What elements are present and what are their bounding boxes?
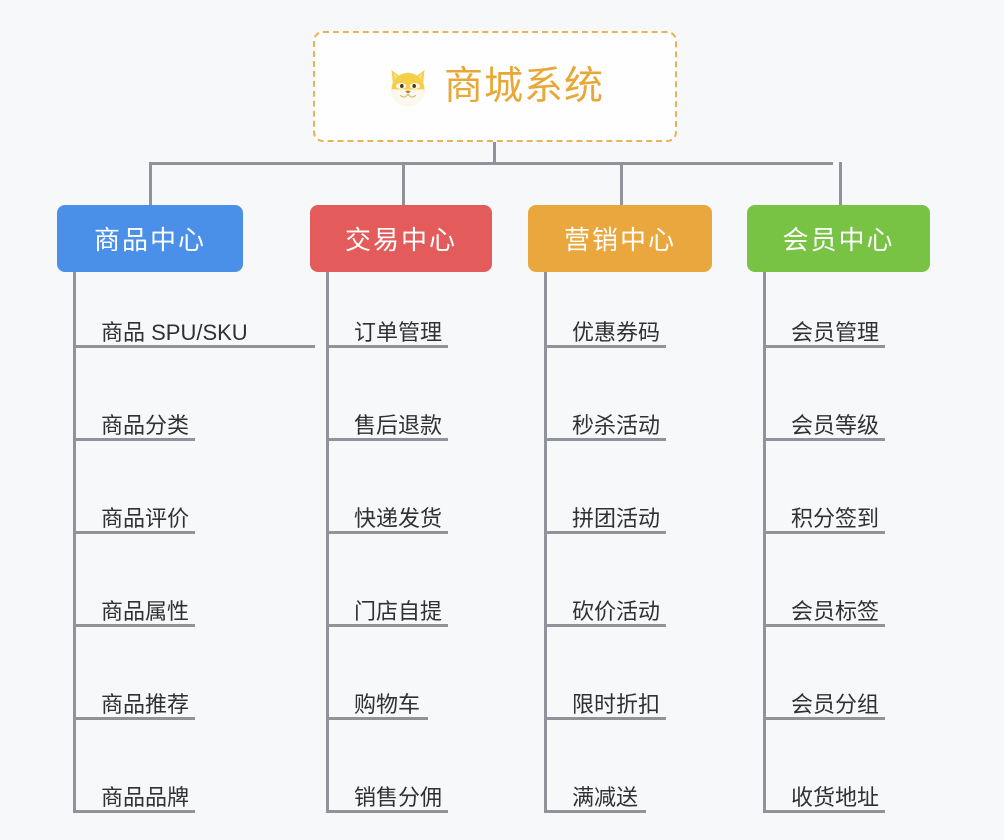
leaf-item[interactable]: 商品属性: [73, 601, 195, 627]
leaf-item[interactable]: 秒杀活动: [544, 415, 666, 441]
branch-trunk-4: [763, 272, 766, 813]
leaf-item[interactable]: 商品品牌: [73, 787, 195, 813]
connector-drop-2: [402, 162, 405, 205]
leaf-item[interactable]: 限时折扣: [544, 694, 666, 720]
leaf-label: 商品品牌: [101, 785, 190, 810]
leaf-item[interactable]: 商品分类: [73, 415, 195, 441]
branch-trunk-1: [73, 272, 76, 813]
branch-trunk-2: [326, 272, 329, 813]
connector-root-stem: [493, 142, 496, 165]
leaf-label: 满减送: [572, 785, 639, 810]
leaf-item[interactable]: 商品 SPU/SKU: [73, 322, 315, 348]
connector-drop-1: [149, 162, 152, 205]
leaf-item[interactable]: 满减送: [544, 787, 646, 813]
leaf-label: 门店自提: [354, 599, 443, 624]
leaf-item[interactable]: 购物车: [326, 694, 428, 720]
leaf-item[interactable]: 收货地址: [763, 787, 885, 813]
leaf-item[interactable]: 会员等级: [763, 415, 885, 441]
leaf-item[interactable]: 商品推荐: [73, 694, 195, 720]
leaf-label: 商品评价: [101, 506, 190, 531]
connector-drop-4: [839, 162, 842, 205]
leaf-item[interactable]: 优惠券码: [544, 322, 666, 348]
leaf-label: 商品 SPU/SKU: [101, 320, 248, 345]
shiba-dog-face-icon: [386, 66, 430, 110]
leaf-label: 快递发货: [354, 506, 443, 531]
leaf-item[interactable]: 砍价活动: [544, 601, 666, 627]
category-label: 交易中心: [344, 225, 457, 255]
leaf-item[interactable]: 销售分佣: [326, 787, 448, 813]
category-box-2[interactable]: 交易中心: [310, 205, 492, 272]
leaf-item[interactable]: 售后退款: [326, 415, 448, 441]
leaf-label: 销售分佣: [354, 785, 443, 810]
category-label: 营销中心: [563, 225, 676, 255]
leaf-label: 会员分组: [791, 692, 880, 717]
leaf-label: 限时折扣: [572, 692, 661, 717]
leaf-label: 商品属性: [101, 599, 190, 624]
category-label: 会员中心: [782, 225, 895, 255]
leaf-item[interactable]: 会员分组: [763, 694, 885, 720]
connector-drop-3: [620, 162, 623, 205]
leaf-item[interactable]: 商品评价: [73, 508, 195, 534]
leaf-label: 售后退款: [354, 413, 443, 438]
leaf-label: 购物车: [354, 692, 421, 717]
leaf-label: 会员等级: [791, 413, 880, 438]
leaf-item[interactable]: 会员管理: [763, 322, 885, 348]
connector-bus: [150, 162, 833, 165]
root-title: 商城系统: [443, 65, 604, 108]
category-box-3[interactable]: 营销中心: [528, 205, 712, 272]
leaf-label: 优惠券码: [572, 320, 661, 345]
category-label: 商品中心: [93, 225, 206, 255]
root-node[interactable]: 商城系统: [313, 31, 677, 142]
leaf-label: 砍价活动: [572, 599, 661, 624]
leaf-label: 会员管理: [791, 320, 880, 345]
leaf-item[interactable]: 门店自提: [326, 601, 448, 627]
leaf-item[interactable]: 积分签到: [763, 508, 885, 534]
category-box-4[interactable]: 会员中心: [747, 205, 930, 272]
leaf-item[interactable]: 订单管理: [326, 322, 448, 348]
leaf-item[interactable]: 会员标签: [763, 601, 885, 627]
leaf-label: 商品分类: [101, 413, 190, 438]
leaf-label: 积分签到: [791, 506, 880, 531]
branch-trunk-3: [544, 272, 547, 813]
leaf-item[interactable]: 快递发货: [326, 508, 448, 534]
leaf-label: 订单管理: [354, 320, 443, 345]
leaf-item[interactable]: 拼团活动: [544, 508, 666, 534]
leaf-label: 商品推荐: [101, 692, 190, 717]
leaf-label: 收货地址: [791, 785, 880, 810]
category-box-1[interactable]: 商品中心: [57, 205, 243, 272]
leaf-label: 秒杀活动: [572, 413, 661, 438]
leaf-label: 拼团活动: [572, 506, 661, 531]
leaf-label: 会员标签: [791, 599, 880, 624]
